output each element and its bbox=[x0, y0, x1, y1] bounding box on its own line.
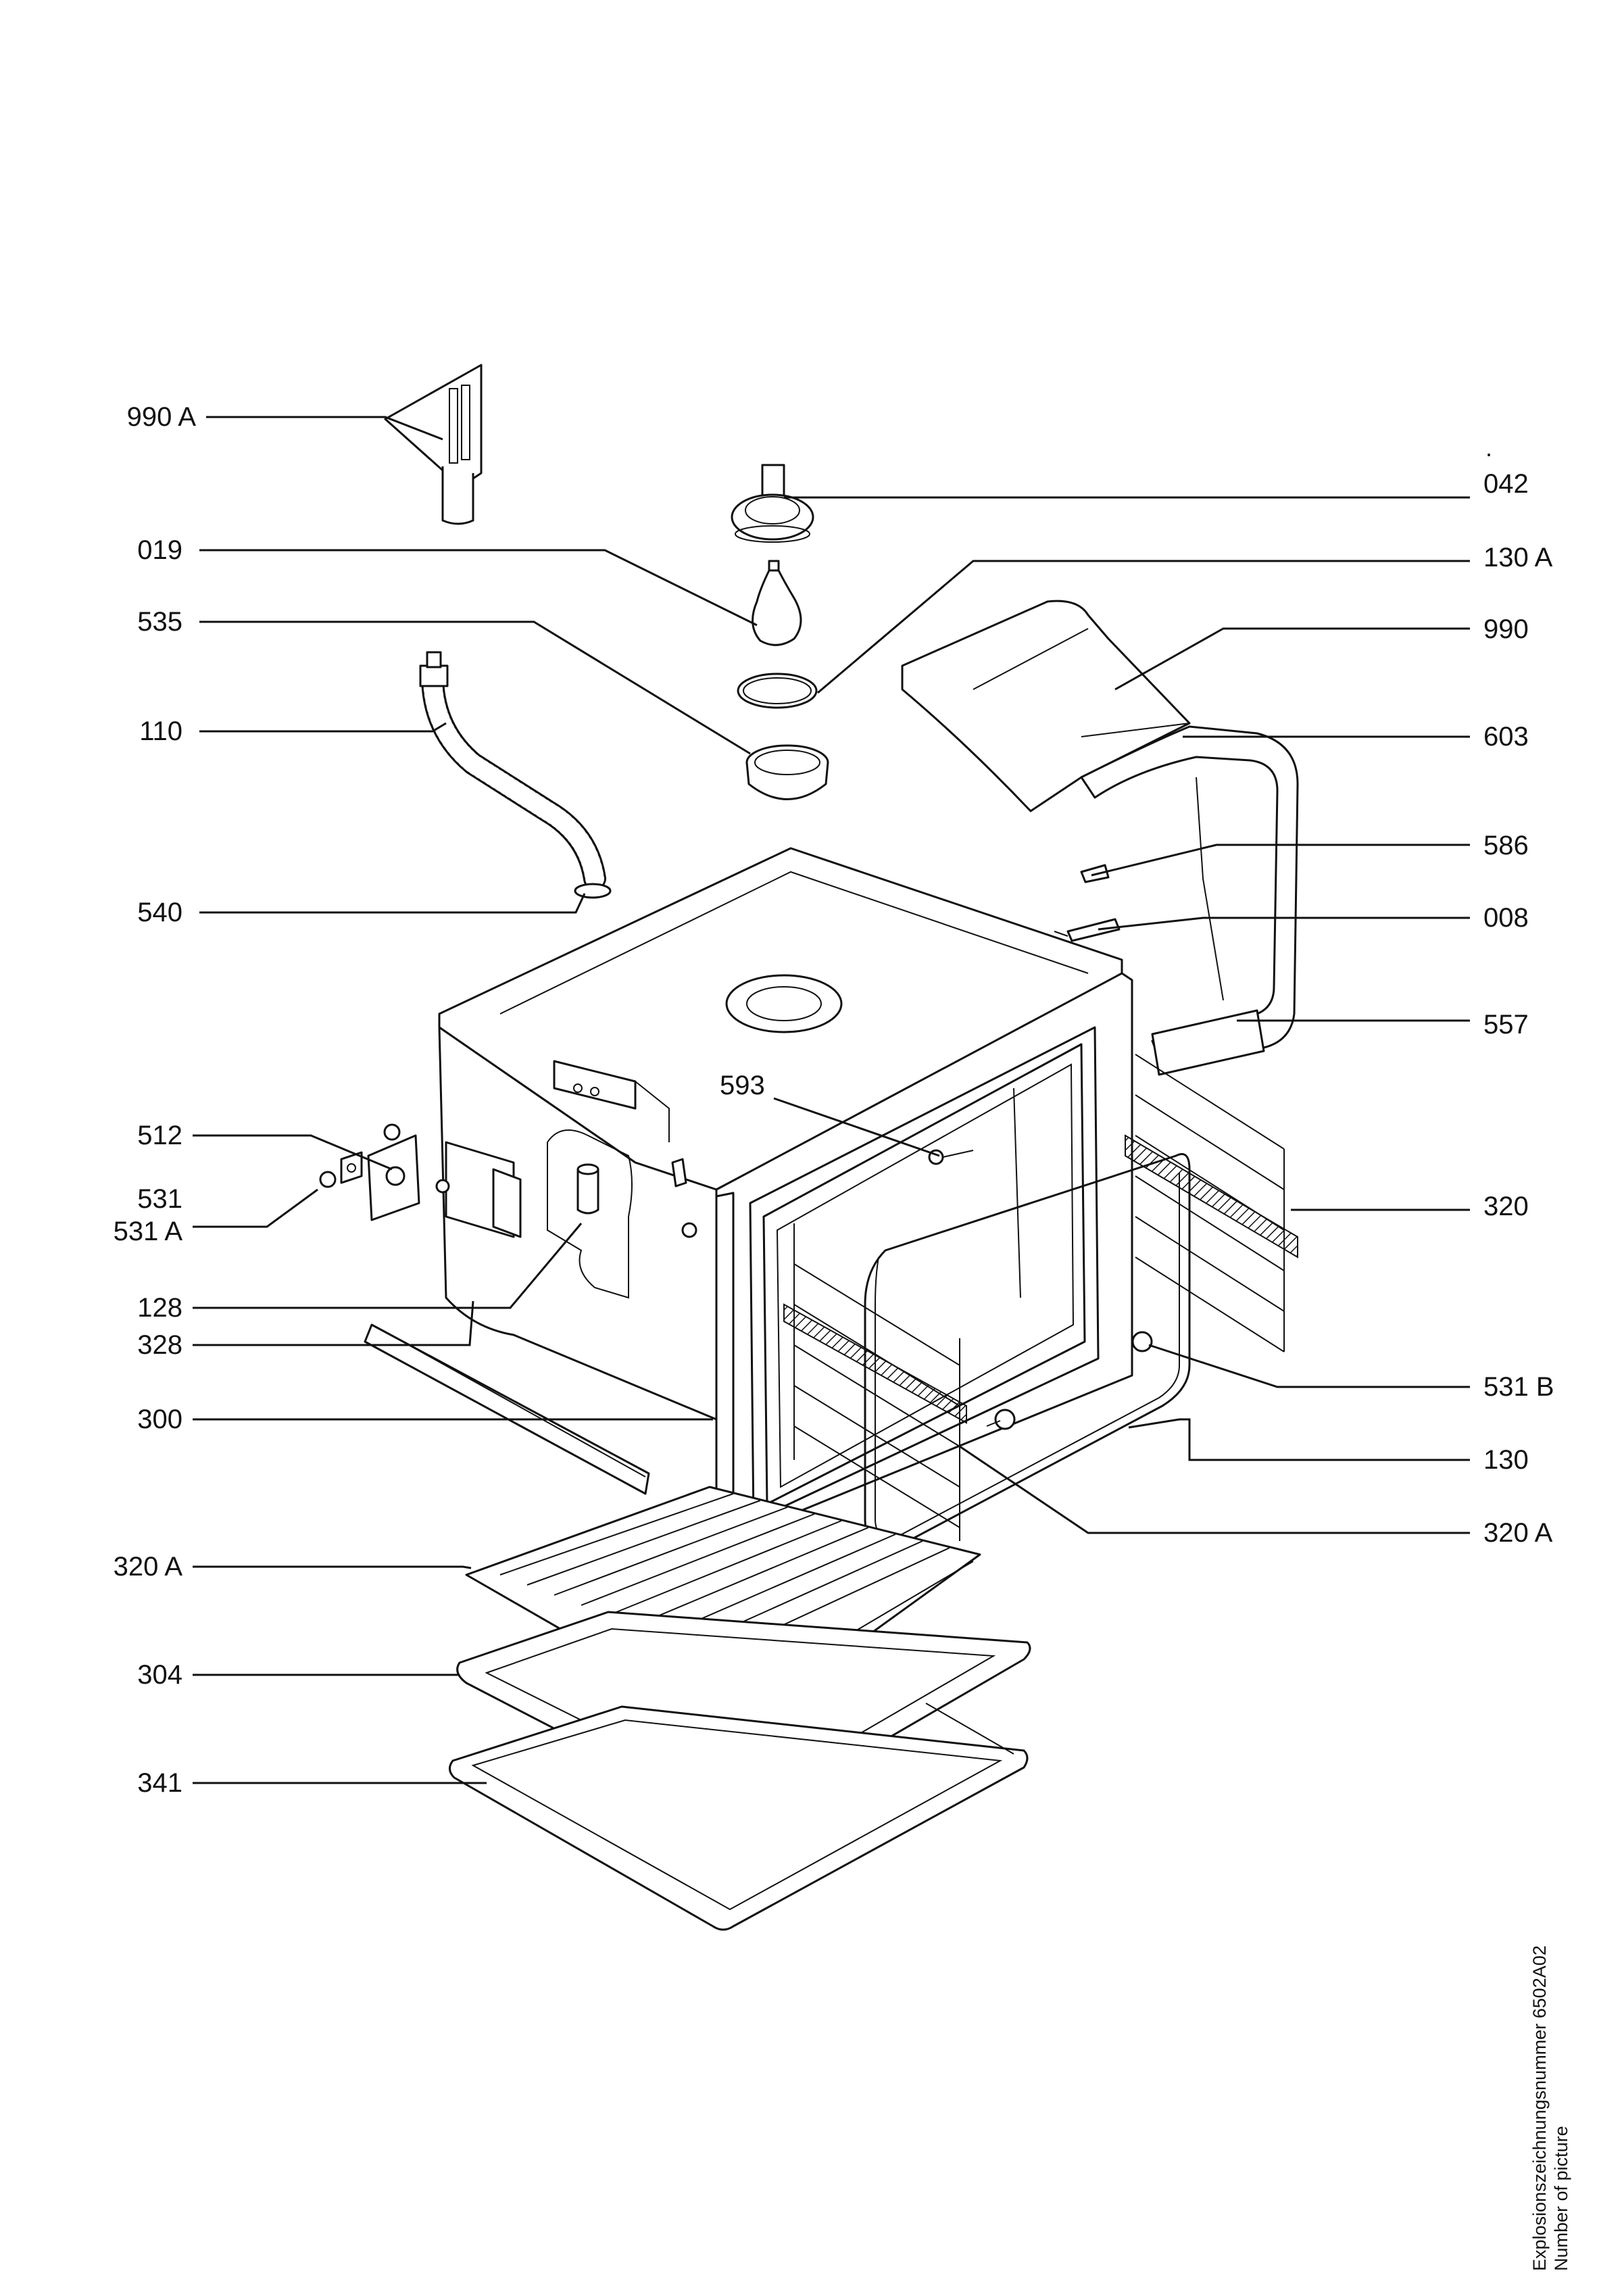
svg-text:.: . bbox=[1485, 434, 1492, 462]
caption-line-2: Number of picture bbox=[1551, 2126, 1571, 2271]
part-019-lamp-bulb bbox=[752, 560, 802, 646]
part-990a-knob bbox=[384, 364, 483, 525]
label-300: 300 bbox=[137, 1405, 182, 1434]
leader-lines-left bbox=[193, 416, 940, 1784]
label-304: 304 bbox=[137, 1660, 182, 1690]
leader-lines-right bbox=[784, 496, 1470, 1534]
part-130a-seal-ring bbox=[737, 673, 818, 709]
label-593: 593 bbox=[720, 1071, 765, 1100]
caption-line-1: Explosionszeichnungsnummer 6502A02 bbox=[1529, 1945, 1550, 2271]
label-130a: 130 A bbox=[1483, 543, 1553, 572]
part-320-shelf-supports bbox=[783, 1054, 1298, 1541]
label-531a: 531 A bbox=[113, 1217, 182, 1246]
part-328-bottom-strip bbox=[364, 1323, 650, 1495]
label-320a-right: 320 A bbox=[1483, 1518, 1553, 1548]
part-512-bracket bbox=[340, 1134, 450, 1221]
label-540: 540 bbox=[137, 898, 182, 927]
part-586-008-clips bbox=[1054, 864, 1121, 942]
label-531: 531 bbox=[137, 1184, 182, 1214]
label-320: 320 bbox=[1483, 1192, 1529, 1221]
label-512: 512 bbox=[137, 1121, 182, 1150]
part-535-lamp-cover bbox=[745, 744, 829, 800]
label-128: 128 bbox=[137, 1293, 182, 1323]
label-328: 328 bbox=[137, 1330, 182, 1360]
label-603: 603 bbox=[1483, 722, 1529, 752]
label-531b: 531 B bbox=[1483, 1372, 1554, 1402]
label-557: 557 bbox=[1483, 1010, 1529, 1040]
label-990a: 990 A bbox=[126, 402, 196, 432]
label-130: 130 bbox=[1483, 1445, 1529, 1475]
label-008: 008 bbox=[1483, 903, 1529, 933]
label-019: 019 bbox=[137, 535, 182, 565]
label-110: 110 bbox=[139, 716, 182, 746]
part-300-front-frame bbox=[715, 972, 1133, 1542]
part-screws bbox=[319, 1123, 1153, 1430]
label-535: 535 bbox=[137, 607, 182, 637]
label-990: 990 bbox=[1483, 614, 1529, 644]
part-341-oven-tray bbox=[449, 1703, 1029, 1931]
part-110-flex-tube bbox=[419, 651, 612, 899]
label-586: 586 bbox=[1483, 831, 1529, 860]
part-042-lamp-holder bbox=[731, 464, 814, 543]
part-990-insulation bbox=[901, 600, 1299, 1076]
label-042: 042 bbox=[1483, 469, 1529, 499]
label-341: 341 bbox=[137, 1768, 182, 1798]
label-320a-left: 320 A bbox=[113, 1552, 182, 1582]
drawing-number-caption: Explosionszeichnungsnummer 6502A02 Numbe… bbox=[1529, 1945, 1572, 2271]
part-oven-housing bbox=[438, 847, 1123, 1421]
